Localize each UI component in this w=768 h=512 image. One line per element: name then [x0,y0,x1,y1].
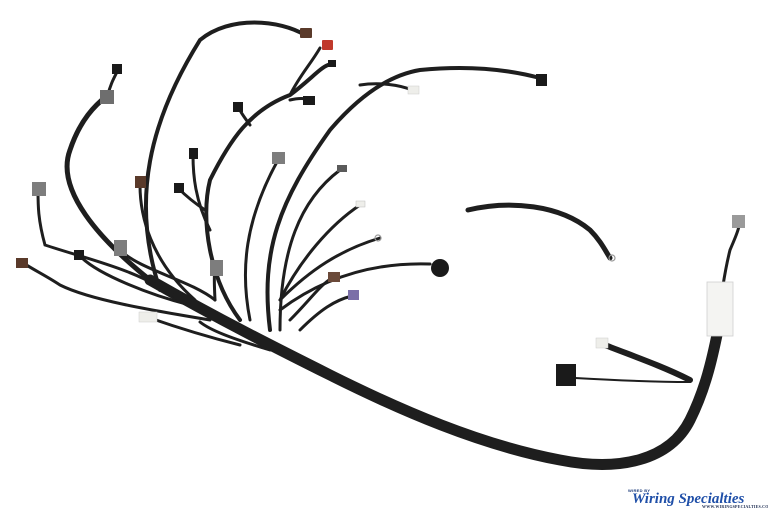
logo-brand-name: Wiring Specialties [632,491,745,507]
connectors [16,28,745,386]
wiring-specialties-logo: WIRED BY Wiring Specialties WWW.WIRINGSP… [624,488,768,512]
logo-url: WWW.WIRINGSPECIALTIES.COM [702,504,768,509]
logo-prefix: WIRED BY [628,488,651,493]
main-trunk [144,274,724,470]
